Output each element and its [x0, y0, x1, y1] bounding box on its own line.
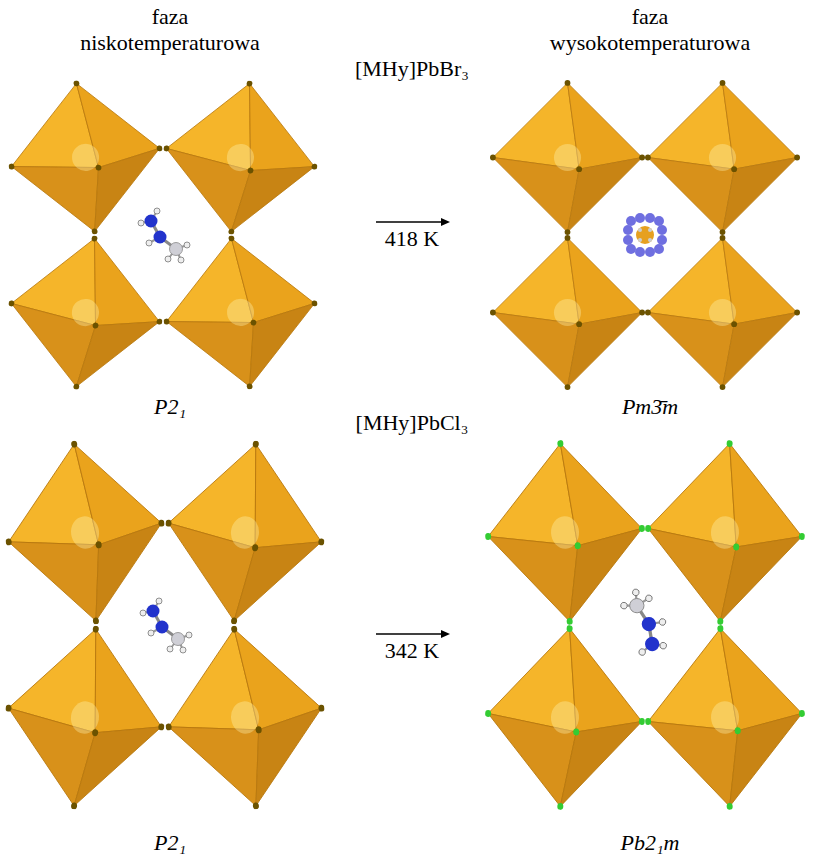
space-group: Pb2₁m [621, 830, 680, 856]
space-group: P2₁ [154, 394, 186, 420]
transition-temperature: 342 K [385, 638, 439, 664]
phase-heading: faza wysokotemperaturowa [535, 4, 765, 57]
compound-name: [MHy]PbBr₃ [355, 56, 469, 82]
transition-temperature: 418 K [385, 226, 439, 252]
compound-name: [MHy]PbCl₃ [356, 410, 469, 436]
phase-heading: faza niskotemperaturowa [63, 4, 278, 57]
space-group: P2₁ [154, 830, 186, 856]
space-group: Pm3̄m [622, 394, 678, 420]
